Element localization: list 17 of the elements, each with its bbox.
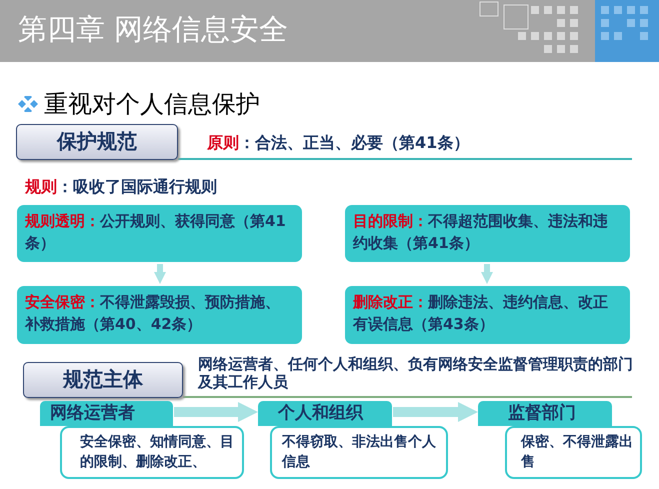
rule-text: 规则：吸收了国际通行规则 — [25, 177, 217, 198]
text-box: 安全保密、知情同意、目的限制、删除改正、 — [60, 426, 244, 479]
heading-tab: 个人和组织 — [258, 401, 392, 426]
heading-tab: 网络运营者 — [40, 401, 173, 426]
text-box: 不得窃取、非法出售个人信息 — [270, 426, 448, 479]
principle-text: 原则：合法、正当、必要（第41条） — [207, 133, 470, 154]
page-title: 第四章 网络信息安全 — [18, 11, 288, 48]
subject-text: 网络运营者、任何个人和组织、负有网络安全监督管理职责的部门及其工作人员 — [198, 355, 634, 391]
arrow — [393, 402, 478, 422]
arrow — [154, 264, 166, 284]
section-tab: 规范主体 — [23, 362, 183, 398]
section-tab: 保护规范 — [16, 124, 178, 160]
subtitle: 重视对个人信息保护 — [44, 89, 260, 120]
heading-tab: 监督部门 — [478, 401, 612, 426]
arrow — [481, 264, 493, 284]
text-box: 保密、不得泄露出售 — [505, 426, 642, 479]
arrow — [174, 402, 258, 422]
